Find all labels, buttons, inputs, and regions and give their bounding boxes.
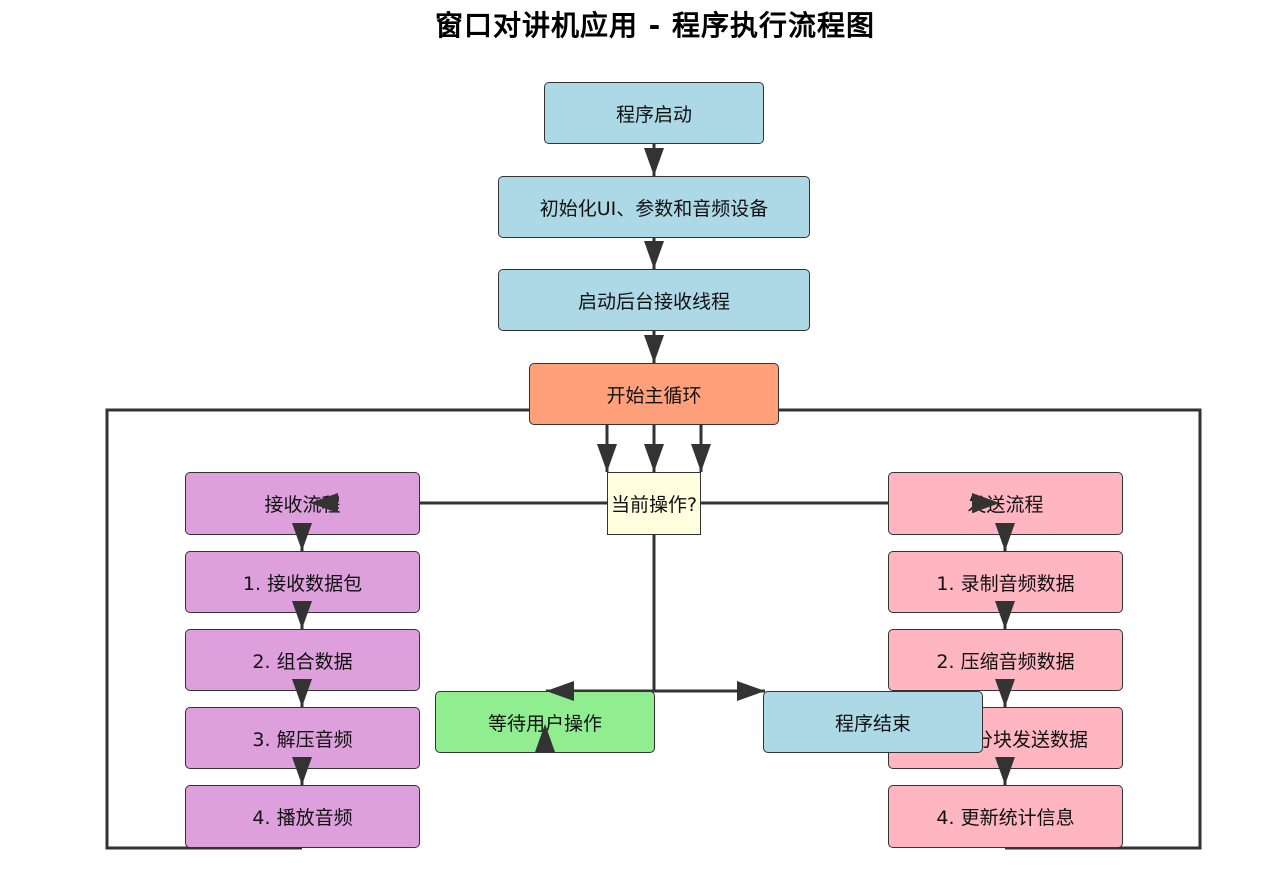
node-receive-step-4: 4. 播放音频: [185, 785, 420, 848]
node-label: 程序结束: [834, 712, 911, 735]
node-main-loop: 开始主循环: [529, 363, 779, 425]
node-label: 2. 压缩音频数据: [936, 650, 1075, 673]
node-receive-step-3: 3. 解压音频: [185, 707, 420, 769]
node-receive-flow: 接收流程: [185, 472, 420, 535]
node-receive-step-2: 2. 组合数据: [185, 629, 420, 691]
node-label: 4. 更新统计信息: [936, 807, 1075, 829]
node-send-step-2: 2. 压缩音频数据: [888, 629, 1123, 691]
node-label: 等待用户操作: [487, 712, 602, 735]
node-program-end: 程序结束: [763, 691, 983, 753]
node-label: 启动后台接收线程: [577, 290, 730, 313]
node-receive-step-1: 1. 接收数据包: [185, 551, 420, 613]
node-start-thread: 启动后台接收线程: [498, 269, 810, 331]
node-program-start: 程序启动: [544, 82, 764, 144]
node-label: 1. 接收数据包: [242, 572, 363, 595]
node-send-flow: 发送流程: [888, 472, 1123, 535]
diagram-title: 窗口对讲机应用 - 程序执行流程图: [434, 9, 876, 42]
node-wait-user: 等待用户操作: [435, 691, 655, 753]
node-label: 接收流程: [264, 494, 341, 516]
node-label: 初始化UI、参数和音频设备: [539, 197, 769, 220]
node-label: 3. 分块发送数据: [949, 728, 1088, 751]
node-label: 3. 解压音频: [252, 728, 353, 751]
node-label: 1. 录制音频数据: [936, 572, 1075, 595]
node-label: 4. 播放音频: [252, 807, 353, 829]
node-label: 开始主循环: [606, 384, 702, 407]
node-init: 初始化UI、参数和音频设备: [498, 176, 810, 238]
node-label: 发送流程: [967, 494, 1044, 516]
node-label: 2. 组合数据: [252, 650, 353, 673]
node-send-step-4: 4. 更新统计信息: [888, 785, 1123, 848]
node-decision: 当前操作?: [607, 472, 701, 535]
node-label: 程序启动: [615, 103, 692, 126]
node-label: 当前操作?: [610, 494, 698, 516]
node-send-step-1: 1. 录制音频数据: [888, 551, 1123, 613]
